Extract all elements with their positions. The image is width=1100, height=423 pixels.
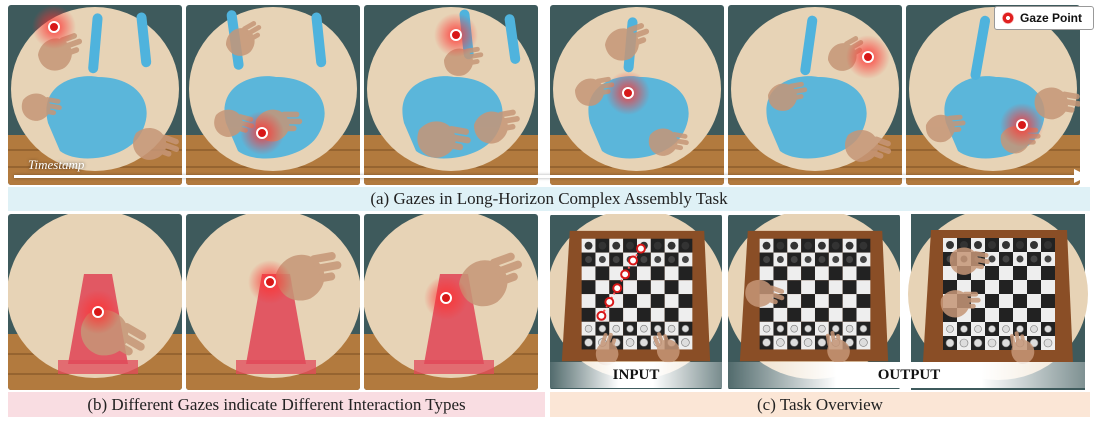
chessboard-frame-1 [550,214,722,390]
assembly-frame-6 [906,5,1080,185]
chessboard-frame-2 [728,214,900,390]
timeline-arrowhead [1074,169,1088,183]
chessboard-frame-3 [906,214,1090,390]
caption-b: (b) Different Gazes indicate Different I… [8,392,545,417]
cone-interaction-frame-2 [186,214,360,390]
cone-interaction-frame-1 [8,214,182,390]
assembly-frame-1 [8,5,182,185]
caption-a: (a) Gazes in Long-Horizon Complex Assemb… [8,187,1090,211]
assembly-frame-2 [186,5,360,185]
input-label: INPUT [550,362,722,388]
assembly-frame-3 [364,5,538,185]
caption-c: (c) Task Overview [550,392,1090,417]
gaze-point-icon [1002,12,1014,24]
output-label: OUTPUT [728,362,1090,388]
gaze-point-legend: Gaze Point [994,6,1094,30]
timeline-arrow [14,175,1078,178]
timestamp-label: Timestamp [28,157,85,172]
assembly-frame-5 [728,5,902,185]
cone-interaction-frame-3 [364,214,538,390]
assembly-frame-4 [550,5,724,185]
legend-label: Gaze Point [1020,11,1083,25]
